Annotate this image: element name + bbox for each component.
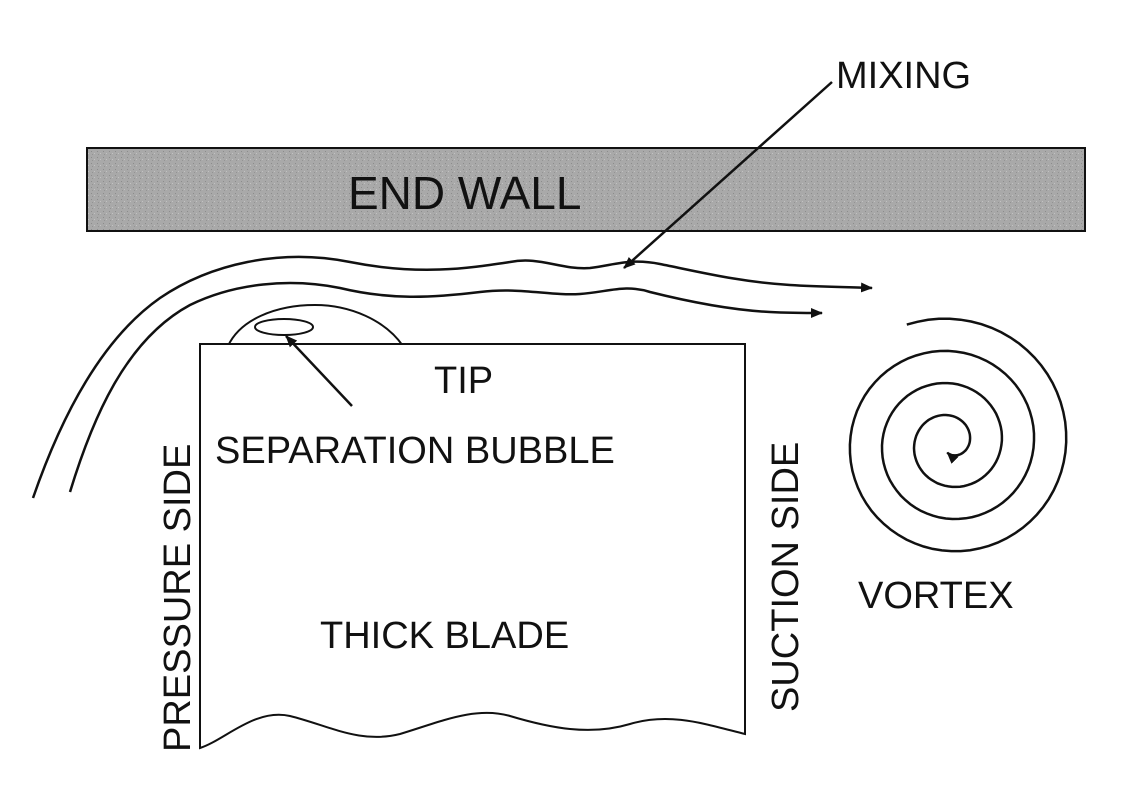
separation-bubble-label: SEPARATION BUBBLE xyxy=(215,430,615,472)
mixing-arrow xyxy=(623,81,833,269)
pressure-side-label: PRESSURE SIDE xyxy=(157,444,199,752)
suction-side-label: SUCTION SIDE xyxy=(765,442,807,712)
mixing-label: MIXING xyxy=(836,55,971,97)
end-wall-label: END WALL xyxy=(348,167,581,219)
thick-blade xyxy=(199,343,746,750)
tip-label: TIP xyxy=(434,360,493,402)
vortex-label: VORTEX xyxy=(858,575,1014,617)
separation-bubble xyxy=(254,318,314,336)
outer-leakage-streamline xyxy=(31,255,873,499)
separation-bubble-arrow xyxy=(285,335,353,407)
thick-blade-label: THICK BLADE xyxy=(320,615,569,657)
tip-recirculation xyxy=(227,303,404,347)
end-wall xyxy=(86,147,1086,232)
inner-leakage-streamline xyxy=(68,281,823,493)
vortex-spiral xyxy=(848,317,1068,553)
